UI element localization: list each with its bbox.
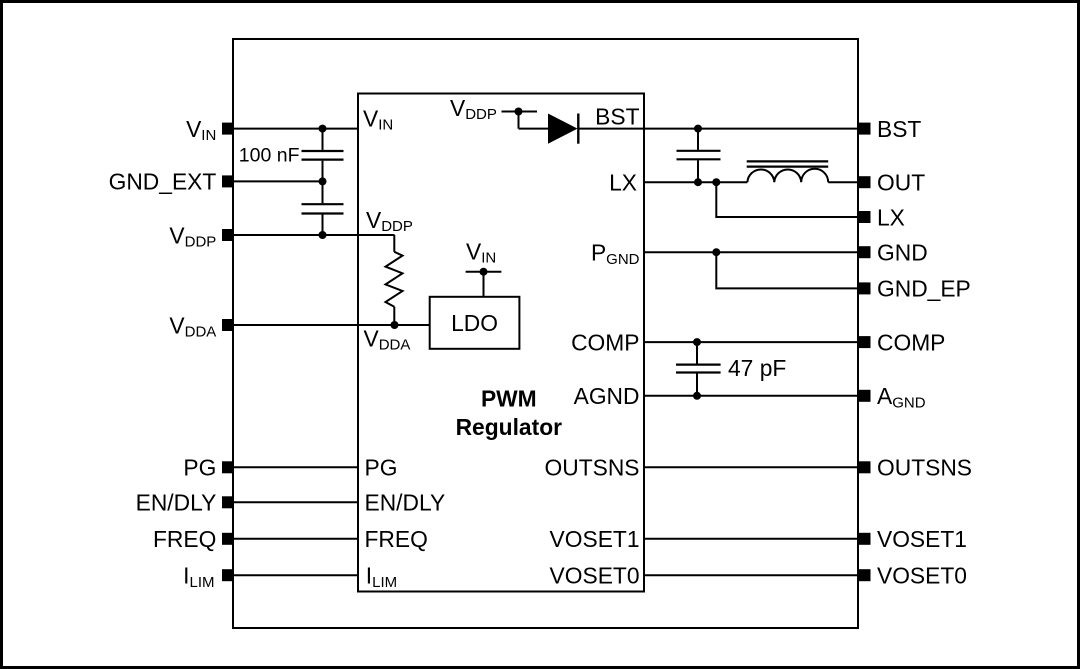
svg-text:VIN: VIN: [186, 116, 216, 144]
svg-text:AGND: AGND: [574, 383, 640, 409]
svg-text:OUTSNS: OUTSNS: [545, 455, 640, 481]
svg-text:FREQ: FREQ: [365, 526, 428, 552]
svg-text:LX: LX: [609, 170, 637, 196]
svg-text:PG: PG: [365, 455, 398, 481]
svg-text:BST: BST: [877, 116, 921, 142]
svg-text:VDDA: VDDA: [169, 312, 216, 340]
svg-text:EN/DLY: EN/DLY: [365, 489, 446, 515]
svg-text:VOSET1: VOSET1: [877, 526, 967, 552]
svg-text:VOSET0: VOSET0: [550, 563, 640, 589]
svg-text:GND_EXT: GND_EXT: [109, 169, 217, 195]
svg-text:LX: LX: [877, 204, 905, 230]
svg-text:VOSET1: VOSET1: [550, 526, 640, 552]
svg-text:Regulator: Regulator: [456, 414, 563, 440]
svg-text:LDO: LDO: [451, 310, 498, 336]
svg-text:GND_EP: GND_EP: [877, 276, 971, 302]
svg-text:FREQ: FREQ: [153, 526, 216, 552]
svg-text:COMP: COMP: [877, 329, 945, 355]
svg-text:47 pF: 47 pF: [728, 355, 786, 381]
svg-text:OUT: OUT: [877, 170, 925, 196]
svg-text:OUTSNS: OUTSNS: [877, 455, 972, 481]
svg-text:PWM: PWM: [481, 385, 537, 411]
svg-text:COMP: COMP: [571, 329, 639, 355]
svg-text:VOSET0: VOSET0: [877, 563, 967, 589]
svg-text:EN/DLY: EN/DLY: [136, 489, 217, 515]
svg-text:100 nF: 100 nF: [239, 145, 300, 167]
svg-text:PG: PG: [183, 455, 216, 481]
svg-text:BST: BST: [595, 103, 639, 129]
svg-text:GND: GND: [877, 240, 928, 266]
